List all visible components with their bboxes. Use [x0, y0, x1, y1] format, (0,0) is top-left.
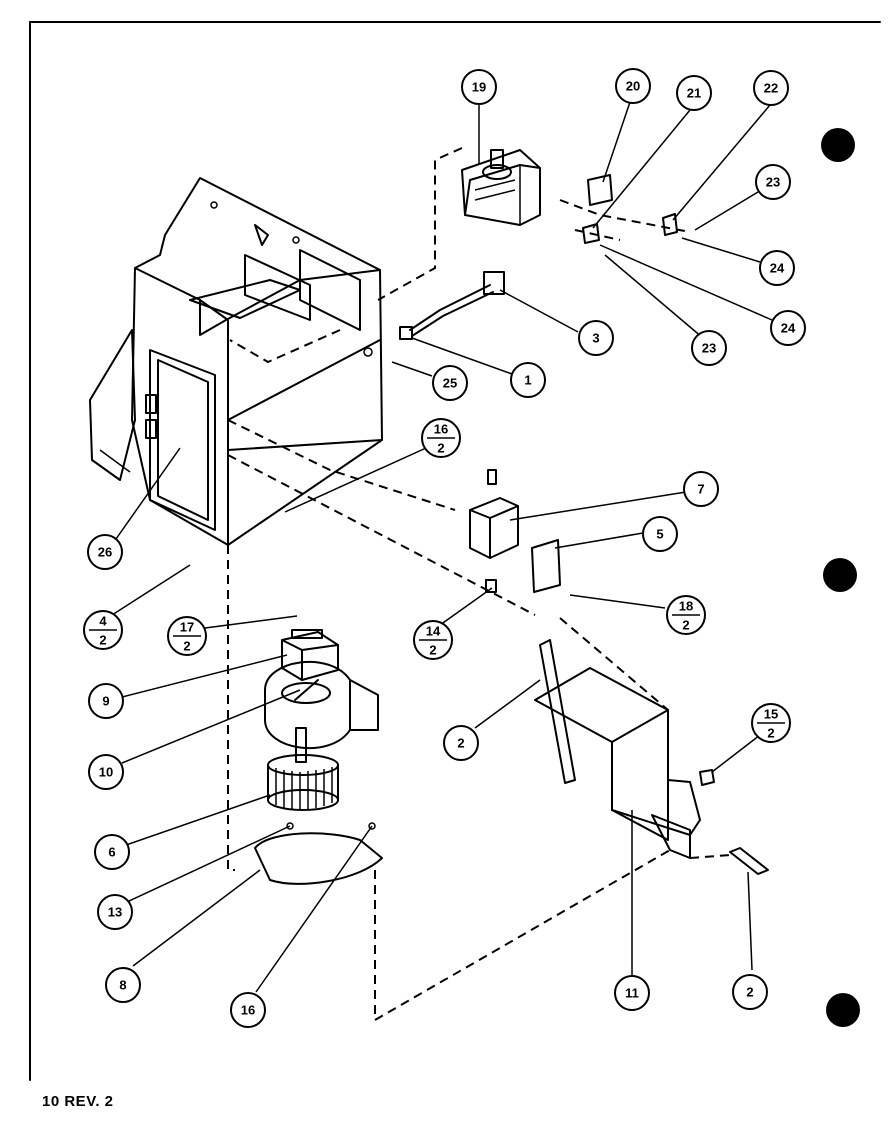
callout-17-over-2-top: 17 [180, 620, 194, 635]
callout-2-upper: 2 [443, 725, 479, 761]
callout-1-label: 1 [524, 373, 531, 388]
fan-motor-drawing [281, 629, 339, 681]
switch-assembly-drawing [469, 469, 561, 593]
callout-11-label: 11 [625, 986, 639, 1001]
callout-15-over-2-bottom: 2 [767, 726, 774, 741]
binder-hole-bottom [826, 993, 860, 1027]
callout-3: 3 [578, 320, 614, 356]
page-number-label: 10 REV. 2 [42, 1093, 114, 1110]
callout-4-over-2: 42 [83, 610, 123, 650]
magnetron-drawing [461, 149, 541, 226]
alignment-lines [227, 147, 731, 1022]
callout-9-label: 9 [102, 694, 109, 709]
callout-4-over-2-top: 4 [99, 614, 107, 629]
callout-26-label: 26 [98, 545, 112, 560]
callout-1: 1 [510, 362, 546, 398]
callout-10-label: 10 [99, 765, 113, 780]
callout-5: 5 [642, 516, 678, 552]
leader-lines [111, 101, 773, 993]
callout-4-over-2-bottom: 2 [99, 633, 106, 648]
callout-7: 7 [683, 471, 719, 507]
callout-24-upper-label: 24 [770, 261, 785, 276]
fuse-bracket-drawing [559, 174, 691, 244]
callout-25: 25 [432, 365, 468, 401]
callout-8: 8 [105, 967, 141, 1003]
callout-13: 13 [97, 894, 133, 930]
callout-8-label: 8 [119, 978, 126, 993]
callout-23-lower-label: 23 [702, 341, 716, 356]
callout-2-upper-label: 2 [457, 736, 464, 751]
callout-7-label: 7 [697, 482, 704, 497]
callout-24-upper: 24 [759, 250, 795, 286]
callout-2-lower-label: 2 [746, 985, 753, 1000]
callout-9: 9 [88, 683, 124, 719]
callout-23-upper-label: 23 [766, 175, 780, 190]
callout-14-over-2: 142 [413, 620, 453, 660]
callout-23-lower: 23 [691, 330, 727, 366]
base-plate-drawing [254, 822, 383, 885]
callout-2-lower: 2 [732, 974, 768, 1010]
callout-10: 10 [88, 754, 124, 790]
callout-24-lower: 24 [770, 310, 806, 346]
callout-11: 11 [614, 975, 650, 1011]
blower-wheel-drawing [267, 727, 339, 811]
callout-20: 20 [615, 68, 651, 104]
callout-14-over-2-bottom: 2 [429, 643, 436, 658]
callout-20-label: 20 [626, 79, 640, 94]
air-duct-drawing [534, 639, 769, 875]
callout-22-label: 22 [764, 81, 778, 96]
callout-5-label: 5 [656, 527, 663, 542]
callout-14-over-2-top: 14 [426, 624, 441, 639]
callout-18-over-2: 182 [666, 595, 706, 635]
callout-19: 19 [461, 69, 497, 105]
callout-21-label: 21 [687, 86, 701, 101]
callout-13-label: 13 [108, 905, 122, 920]
oven-cabinet-drawing [89, 177, 383, 546]
callout-15-over-2-top: 15 [764, 707, 778, 722]
callout-16-over-2: 162 [421, 418, 461, 458]
binder-hole-top [821, 128, 855, 162]
callout-16: 16 [230, 992, 266, 1028]
callout-22: 22 [753, 70, 789, 106]
callout-17-over-2-bottom: 2 [183, 639, 190, 654]
callout-16-over-2-top: 16 [434, 422, 448, 437]
callout-18-over-2-bottom: 2 [682, 618, 689, 633]
callout-3-label: 3 [592, 331, 599, 346]
callout-18-over-2-top: 18 [679, 599, 693, 614]
blower-housing-drawing [264, 660, 379, 750]
binder-hole-middle [823, 558, 857, 592]
callout-23-upper: 23 [755, 164, 791, 200]
callout-19-label: 19 [472, 80, 486, 95]
wire-harness-drawing [399, 271, 505, 340]
callout-25-label: 25 [443, 376, 457, 391]
callout-21: 21 [676, 75, 712, 111]
callout-6: 6 [94, 834, 130, 870]
callout-16-label: 16 [241, 1003, 255, 1018]
callout-26: 26 [87, 534, 123, 570]
callout-24-lower-label: 24 [781, 321, 796, 336]
callout-16-over-2-bottom: 2 [437, 441, 444, 456]
callout-17-over-2: 172 [167, 616, 207, 656]
callout-15-over-2: 152 [751, 703, 791, 743]
callout-6-label: 6 [108, 845, 115, 860]
